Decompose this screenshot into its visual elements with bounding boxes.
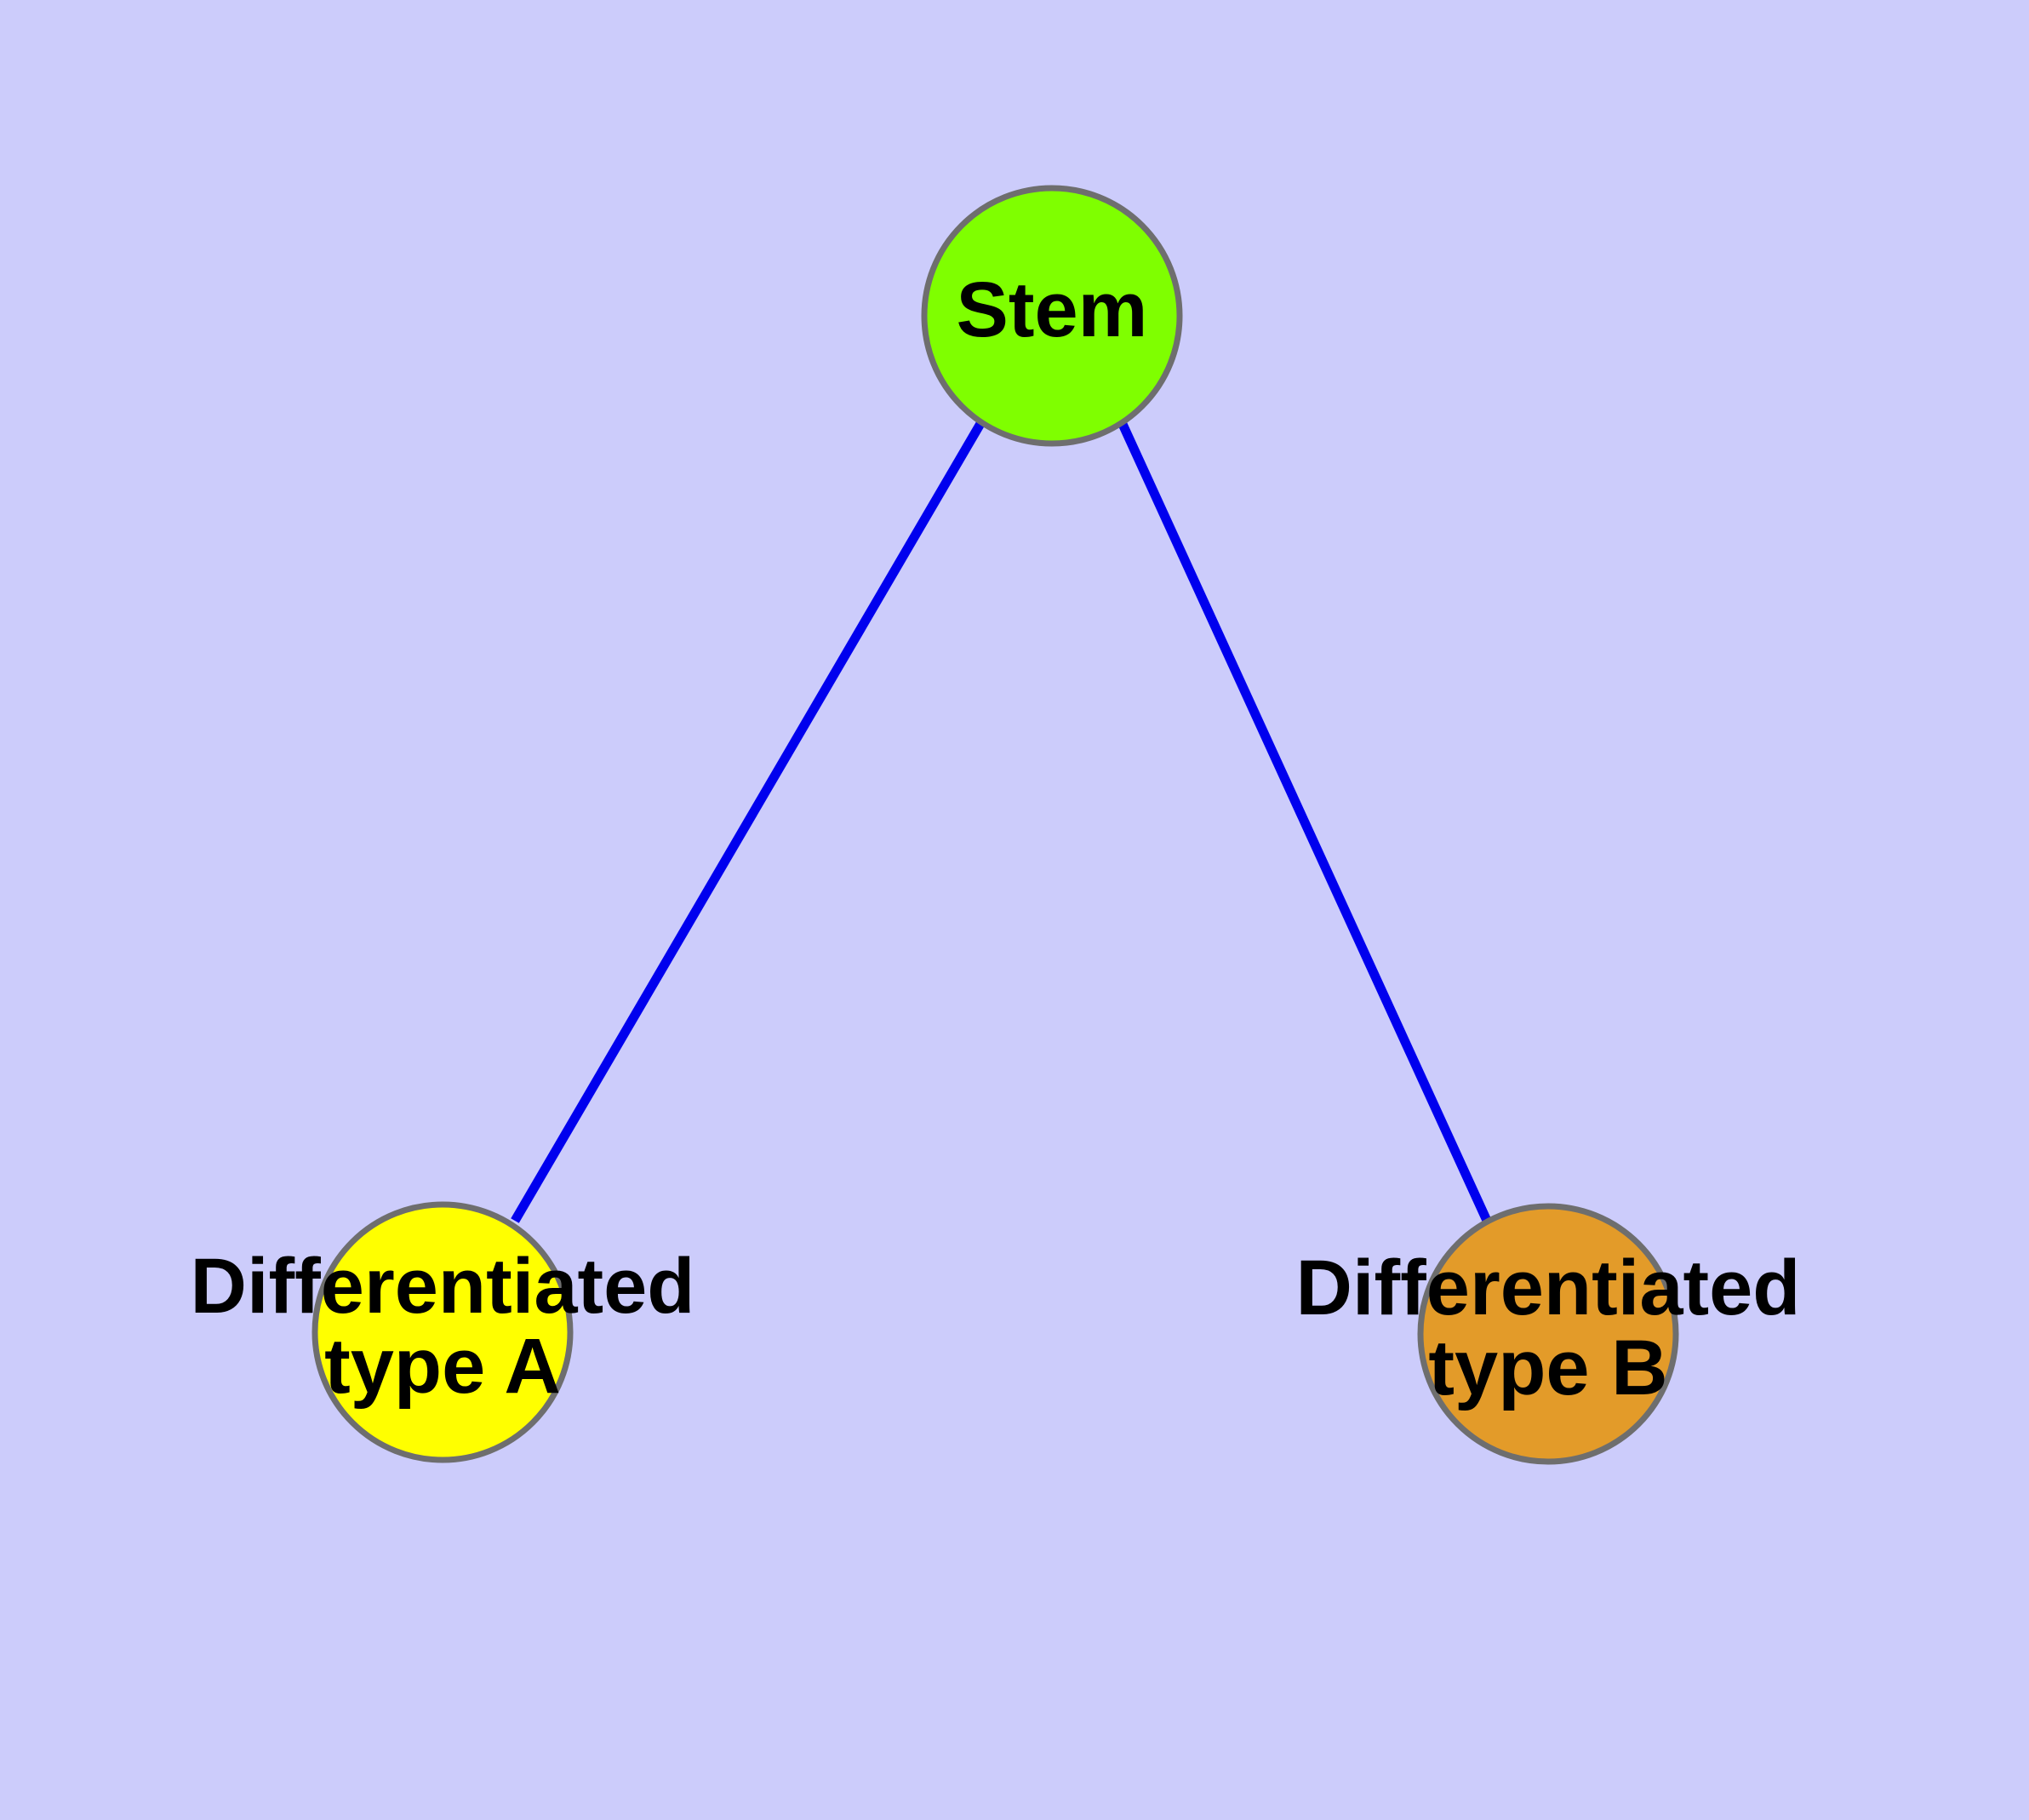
graph-node-label-line: Differentiated <box>1296 1245 1801 1331</box>
graph-node-label-line: Stem <box>957 266 1148 353</box>
graph-edge-stem-to-diff-a[interactable] <box>511 420 986 1223</box>
graph-node-diff-a[interactable] <box>311 1201 574 1463</box>
graph-node-diff-b[interactable] <box>1417 1203 1679 1465</box>
graph-node-label-line: type A <box>324 1323 561 1410</box>
graph-node-label-line: type B <box>1428 1325 1667 1411</box>
graph-node-label-stem: Stem <box>957 266 1148 353</box>
graph-edge-stem-to-diff-b[interactable] <box>1117 420 1493 1225</box>
graph-node-stem[interactable] <box>921 185 1183 447</box>
nodes-layer <box>311 185 1679 1465</box>
graph-node-label-line: Differentiated <box>191 1243 695 1330</box>
edges-layer <box>511 420 1493 1225</box>
